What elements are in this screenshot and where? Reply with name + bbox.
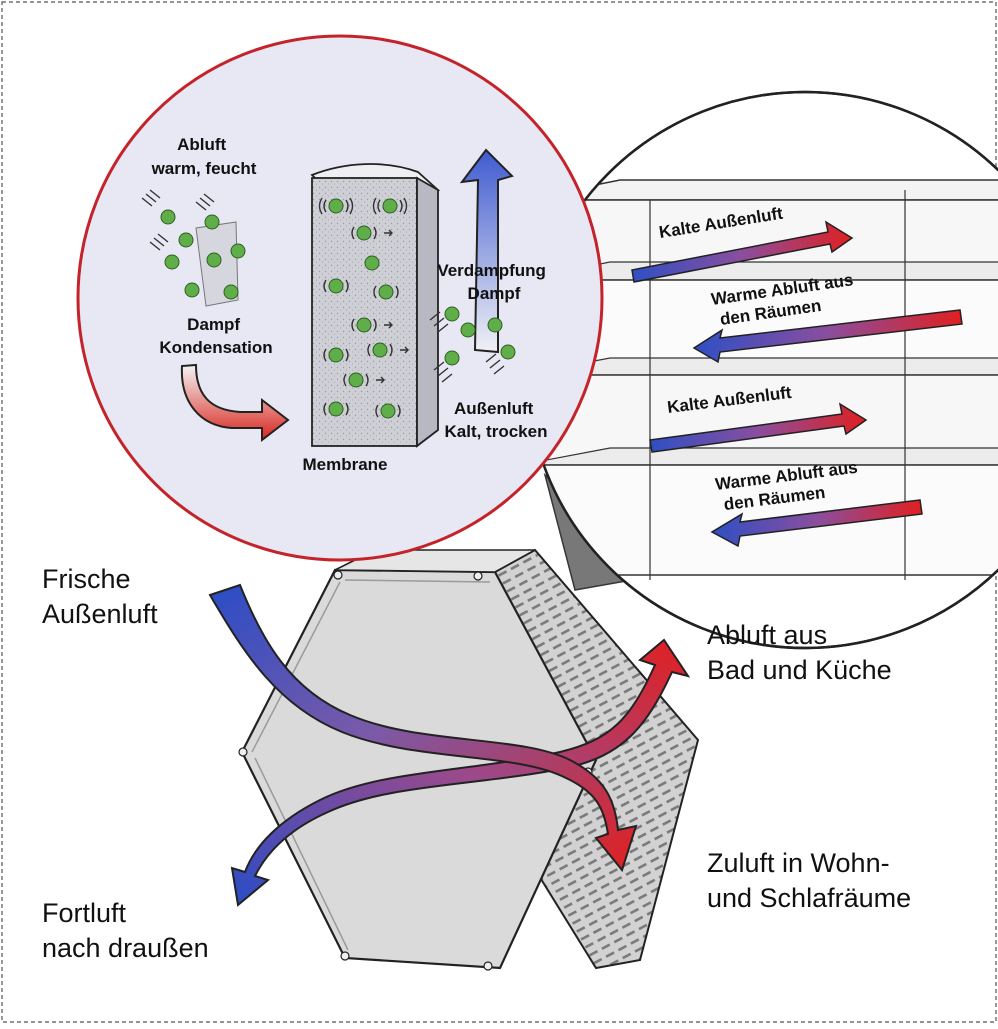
outdoor-in-label: Außenluft Kalt, trocken (445, 399, 548, 441)
channel-arrow-1 (631, 220, 854, 283)
membrane-label: Membrane (302, 455, 387, 474)
water-particles (160, 198, 516, 419)
exhaust-in-label: Abluft warm, feucht (151, 135, 257, 178)
vibration-marks (141, 189, 505, 383)
channel-arrow-2 (692, 309, 963, 364)
channel-arrow-4 (710, 499, 923, 548)
outgoing-air-label: Fortluft nach draußen (42, 898, 209, 963)
condensation-arrow (180, 363, 290, 443)
exhaust-from-bath-label: Abluft aus Bad und Küche (707, 620, 892, 685)
fresh-outdoor-air-label: Frische Außenluft (42, 564, 158, 629)
membrane-column (310, 163, 441, 448)
supply-to-rooms-label: Zuluft in Wohn- und Schlafräume (707, 848, 912, 913)
channel-arrow-3 (649, 402, 868, 453)
membrane-detail-circle: Abluft warm, feucht Dampf Kondensation M… (76, 34, 604, 562)
heat-exchanger (238, 548, 700, 971)
membrane-wave-marks (318, 197, 409, 418)
condensation-label: Dampf Kondensation (159, 315, 272, 357)
fresh-air-arrow (208, 583, 638, 873)
evaporation-label: Verdampfung Dampf (437, 261, 550, 303)
layer-magnifier: Kalte Außenluft Warme Abluft aus den Räu… (525, 90, 998, 650)
